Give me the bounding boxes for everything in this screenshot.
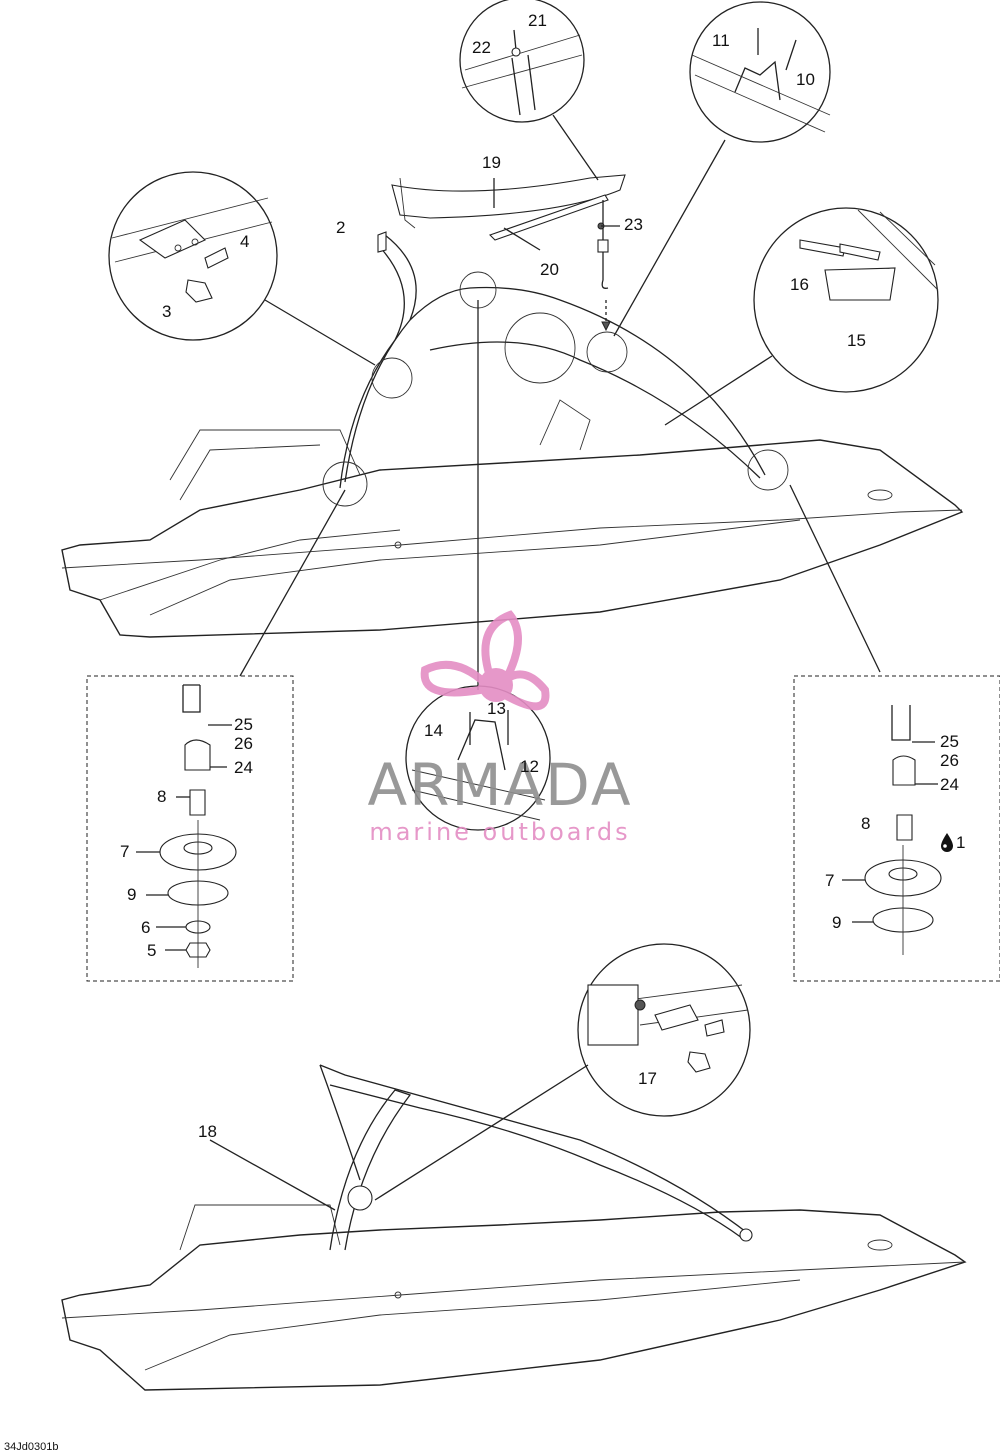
callout-2: 2 — [336, 218, 345, 237]
callout-8-right: 8 — [861, 814, 870, 833]
callout-7-left: 7 — [120, 842, 129, 861]
callout-11: 11 — [712, 31, 730, 50]
speaker-bracket-group — [391, 174, 626, 332]
watermark-brand: ARMADA — [367, 751, 632, 819]
callout-16: 16 — [790, 275, 809, 294]
callout-12: 12 — [520, 757, 539, 776]
callout-22: 22 — [472, 38, 491, 57]
callout-24-left: 24 — [234, 758, 253, 777]
callout-26-right: 26 — [940, 751, 959, 770]
callout-3: 3 — [162, 302, 171, 321]
callout-18: 18 — [198, 1122, 217, 1141]
watermark-tagline: marine outboards — [369, 818, 630, 846]
callout-25-left: 25 — [234, 715, 253, 734]
bottom-boat — [61, 1064, 967, 1391]
callout-8-left: 8 — [157, 787, 166, 806]
detail-circle-12-13-14 — [405, 300, 551, 831]
detail-circle-17 — [374, 943, 751, 1201]
callout-24-right: 24 — [940, 775, 959, 794]
callout-9-right: 9 — [832, 913, 841, 932]
callout-21: 21 — [528, 11, 547, 30]
callout-14: 14 — [424, 721, 443, 740]
diagram-code: 34Jd0301b — [4, 1441, 58, 1453]
armada-watermark: ARMADA marine outboards — [367, 610, 632, 846]
callout-25-right: 25 — [940, 732, 959, 751]
oil-drop-icon — [941, 833, 953, 852]
right-mounting-box — [789, 484, 1000, 982]
callout-26-left: 26 — [234, 734, 253, 753]
callout-17: 17 — [638, 1069, 657, 1088]
detail-circle-15-16 — [664, 207, 939, 426]
detail-circle-10-11 — [613, 1, 831, 337]
callout-19: 19 — [482, 153, 501, 172]
callout-6: 6 — [141, 918, 150, 937]
callout-20: 20 — [540, 260, 559, 279]
left-mounting-box — [86, 489, 346, 982]
callout-15: 15 — [847, 331, 866, 350]
callout-7-right: 7 — [825, 871, 834, 890]
callout-labels: 21 22 11 10 19 23 20 2 4 3 16 15 25 26 2… — [4, 11, 965, 1453]
callout-9-left: 9 — [127, 885, 136, 904]
callout-10: 10 — [796, 70, 815, 89]
detail-circle-3-4 — [108, 171, 376, 366]
callout-13: 13 — [487, 699, 506, 718]
propeller-logo-icon — [420, 610, 550, 711]
detail-circle-21-22 — [459, 0, 599, 181]
callout-23: 23 — [624, 215, 643, 234]
callout-4: 4 — [240, 232, 249, 251]
callout-1: 1 — [956, 833, 965, 852]
callout-5: 5 — [147, 941, 156, 960]
top-boat — [61, 231, 964, 638]
